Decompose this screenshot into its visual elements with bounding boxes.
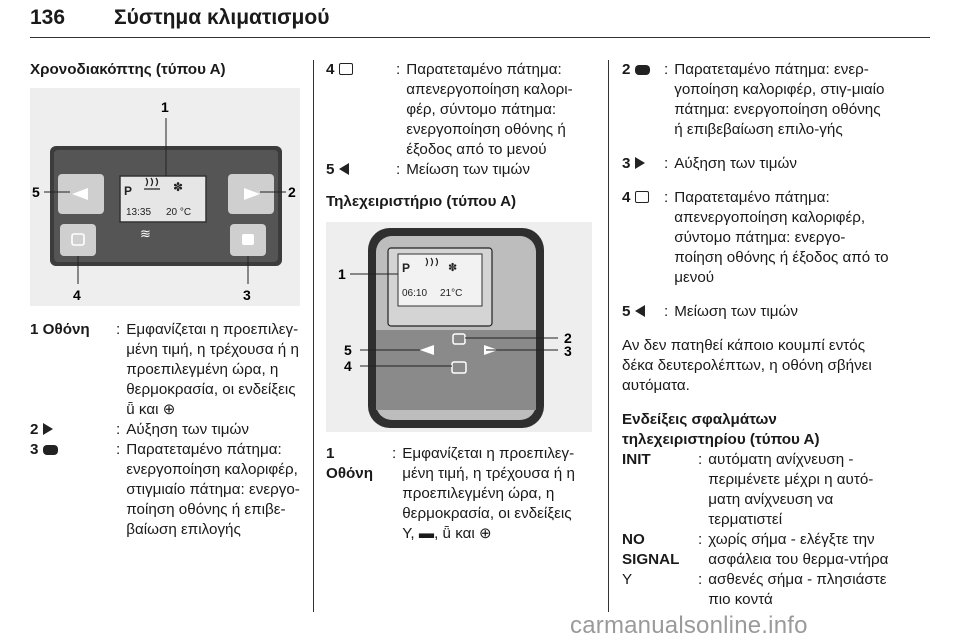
callout-2: 2 (564, 330, 572, 346)
callout-5: 5 (32, 184, 40, 200)
left-triangle-icon (634, 305, 645, 317)
column-3: 2 : Παρατεταμένο πάτημα: ενερ-γοποίηση κ… (622, 60, 890, 610)
battery-icon: ▬ (418, 525, 435, 542)
callout-3: 3 (564, 343, 572, 359)
outline-rect-icon (634, 191, 649, 203)
page-number: 136 (30, 6, 66, 29)
timer-screen-p: P (124, 184, 132, 198)
timer-figure: P ✽ 13:35 20 °C ≋ 1 2 3 4 5 (30, 88, 300, 306)
column-2: 4 : Παρατεταμένο πάτημα: απενεργοποίηση … (326, 60, 594, 544)
column-divider-1 (313, 60, 314, 612)
remote-screen-p: P (402, 261, 410, 275)
clock-icon: ⊕ (479, 525, 492, 542)
remote-figure: P ✽ 06:10 21°C 1 2 3 4 5 (326, 222, 592, 432)
antenna-icon: Y (402, 525, 411, 542)
column-divider-2 (608, 60, 609, 612)
list-item: 1 Οθόνη: Εμφανίζεται η προεπιλεγ-μένη τι… (30, 321, 299, 418)
list-item: 5 : Μείωση των τιμών (326, 161, 530, 178)
heat-wave-icon: ≋ (140, 226, 151, 241)
section-heading-remote: Τηλεχειριστήριο (τύπου Α) (326, 193, 517, 210)
callout-5: 5 (344, 342, 352, 358)
callout-4: 4 (73, 287, 81, 303)
list-item: INIT: αυτόματη ανίχνευση - περιμένετε μέ… (622, 451, 874, 528)
list-item: 2 : Παρατεταμένο πάτημα: ενερ-γοποίηση κ… (622, 61, 885, 138)
fan-icon: ✽ (173, 180, 183, 194)
watermark: carmanualsonline.info (570, 612, 808, 639)
callout-4: 4 (344, 358, 352, 374)
heater-icon (425, 257, 439, 267)
section-heading-errors: Ενδείξεις σφαλμάτων τηλεχειριστηρίου (τύ… (622, 411, 820, 448)
list-item: 3 : Παρατεταμένο πάτημα: ενεργοποίηση κα… (30, 441, 300, 538)
filled-pill-icon (42, 445, 58, 455)
callout-3: 3 (243, 287, 251, 303)
right-triangle-icon (42, 423, 53, 435)
header-rule (30, 37, 930, 38)
timer-screen-temp: 20 °C (166, 207, 191, 218)
page-header: 136 Σύστημα κλιματισμού (30, 6, 329, 30)
callout-1: 1 (161, 99, 169, 115)
clock-icon: ⊕ (162, 401, 176, 418)
list-item: Y: ασθενές σήμα - πλησιάστε πιο κοντά (622, 571, 887, 608)
list-item: 4 : Παρατεταμένο πάτημα: απενεργοποίηση … (622, 189, 889, 286)
filled-pill-icon (634, 65, 650, 75)
list-item: 4 : Παρατεταμένο πάτημα: απενεργοποίηση … (326, 61, 573, 158)
outline-rect-icon (338, 63, 353, 75)
fan-icon: ✽ (448, 262, 457, 274)
left-triangle-icon (338, 163, 349, 175)
column-1: Χρονοδιακόπτης (τύπου Α) P ✽ 13:35 20 °C… (30, 60, 302, 540)
callout-1: 1 (338, 266, 346, 282)
list-item: NO SIGNAL: χωρίς σήμα - ελέγξτε την ασφά… (622, 531, 889, 568)
list-item: 3 : Αύξηση των τιμών (622, 155, 797, 172)
heater-icon (144, 177, 160, 190)
list-item: 5 : Μείωση των τιμών (622, 303, 798, 320)
heater-icon: ǖ (126, 401, 135, 418)
section-heading-timer: Χρονοδιακόπτης (τύπου Α) (30, 61, 226, 78)
remote-screen-time: 06:10 (402, 288, 427, 299)
auto-off-note: Αν δεν πατηθεί κάποιο κουμπί εντός δέκα … (622, 337, 872, 394)
heater-icon: ǖ (442, 525, 451, 542)
antenna-icon: Y (622, 571, 633, 588)
remote-screen-temp: 21°C (440, 288, 462, 299)
page-title: Σύστημα κλιματισμού (114, 6, 330, 29)
right-triangle-icon (634, 157, 645, 169)
list-item: 2 : Αύξηση των τιμών (30, 421, 249, 438)
callout-2: 2 (288, 184, 296, 200)
timer-screen-time: 13:35 (126, 207, 151, 218)
